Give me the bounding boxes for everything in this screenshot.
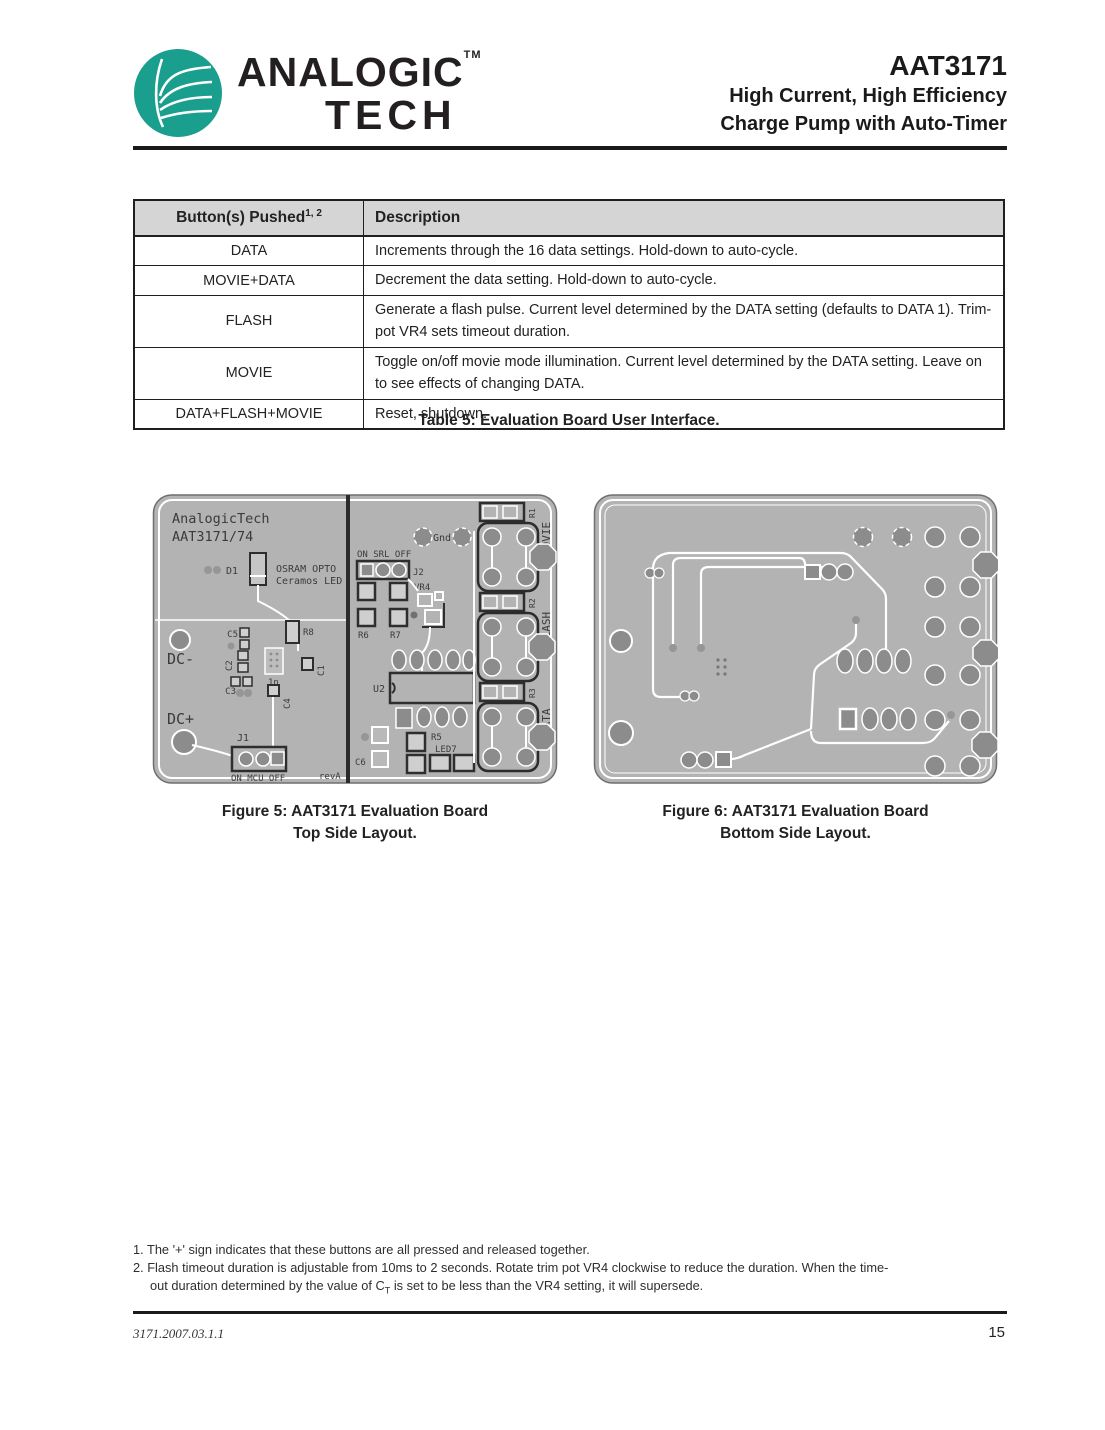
silk-c3: C3 xyxy=(225,687,236,697)
column-header-description: Description xyxy=(363,199,1005,237)
silk-r2: R2 xyxy=(528,598,537,608)
footer-divider xyxy=(133,1311,1007,1314)
silk-board-title1: AnalogicTech xyxy=(172,511,270,527)
trimpot-vr4 xyxy=(417,593,433,607)
table-row: DATA+FLASH+MOVIE Reset, shutdown. xyxy=(133,398,1005,430)
dc-minus-pad xyxy=(609,629,633,653)
silk-c5: C5 xyxy=(227,630,238,640)
leaf-logo-icon xyxy=(134,49,222,137)
silk-c4: C4 xyxy=(283,698,293,709)
component-u1-chip xyxy=(264,647,284,675)
silk-r1: R1 xyxy=(528,508,537,518)
footnote-1: 1. The '+' sign indicates that these but… xyxy=(133,1242,590,1257)
silk-1n: 1n xyxy=(268,678,279,688)
silk-r8: R8 xyxy=(303,628,314,638)
footnote-2: 2. Flash timeout duration is adjustable … xyxy=(133,1260,889,1296)
column-header-buttons: Button(s) Pushed1, 2 xyxy=(133,199,364,237)
brand-wordmark: ANALOGICTM TECH xyxy=(237,49,482,138)
figure5-caption-line1: Figure 5: AAT3171 Evaluation Board xyxy=(221,803,489,820)
silk-vr4: VR4 xyxy=(414,583,430,593)
silk-led2: LED7 xyxy=(435,745,457,755)
button-function-table: Button(s) Pushed1, 2 Description DATA In… xyxy=(133,199,1005,431)
document-id: 3171.2007.03.1.1 xyxy=(133,1326,224,1341)
company-logo: ANALOGICTM TECH xyxy=(131,46,482,140)
table-row: FLASH Generate a flash pulse. Current le… xyxy=(133,294,1005,348)
figure5-caption: Figure 5: AAT3171 Evaluation Board Top S… xyxy=(152,801,558,846)
dc-plus-pad xyxy=(608,720,634,746)
brand-line1: ANALOGICTM xyxy=(237,49,482,95)
table-row: MOVIE+DATA Decrement the data setting. H… xyxy=(133,265,1005,296)
button-cell: DATA xyxy=(133,235,364,267)
brand-line2: TECH xyxy=(325,92,457,138)
data-button-footprint: R3 DATA xyxy=(476,681,556,773)
pcb-board xyxy=(593,494,998,784)
part-number: AAT3171 xyxy=(889,50,1007,81)
button-cell: DATA+FLASH+MOVIE xyxy=(133,398,364,430)
subtitle-line2: Charge Pump with Auto-Timer xyxy=(720,113,1007,136)
dc-plus-pad xyxy=(171,729,197,755)
silk-rev: revA xyxy=(319,772,341,782)
figure6-caption-line2: Bottom Side Layout. xyxy=(720,825,871,843)
table-header-row: Button(s) Pushed1, 2 Description xyxy=(133,199,1005,237)
silk-osram2: Ceramos LED xyxy=(276,576,342,587)
description-cell: Toggle on/off movie mode illumination. C… xyxy=(363,346,1005,400)
description-cell: Decrement the data setting. Hold-down to… xyxy=(363,265,1005,296)
movie-button-footprint: R1 MOVIE xyxy=(476,501,557,593)
document-title-block: AAT3171 High Current, High Efficiency Ch… xyxy=(720,50,1007,138)
silk-r6: R6 xyxy=(358,631,369,641)
silk-board-title2: AAT3171/74 xyxy=(172,529,253,545)
board-divider-line xyxy=(346,495,350,783)
silk-j1-switch: ON MCU OFF xyxy=(231,774,285,784)
figure5-caption-line2: Top Side Layout. xyxy=(293,825,417,843)
silk-u2: U2 xyxy=(373,684,385,695)
silk-j1: J1 xyxy=(237,733,249,744)
component-u2 xyxy=(388,671,476,705)
figure6-caption-line1: Figure 6: AAT3171 Evaluation Board xyxy=(662,803,929,820)
figure5-pcb-top-layout: AnalogicTech AAT3171/74 D1 OSRAM OPTO Ce… xyxy=(152,494,558,784)
subscript-t: T xyxy=(384,1285,391,1296)
silk-c2: C2 xyxy=(225,660,235,671)
table-row: MOVIE Toggle on/off movie mode illuminat… xyxy=(133,346,1005,400)
trademark-symbol: TM xyxy=(463,49,482,61)
footnote-marker: 1, 2 xyxy=(305,208,322,220)
description-cell: Increments through the 16 data settings.… xyxy=(363,235,1005,267)
silk-d1: D1 xyxy=(226,566,238,577)
silk-j2: J2 xyxy=(413,568,424,578)
page-number: 15 xyxy=(988,1324,1005,1341)
button-cell: MOVIE xyxy=(133,346,364,400)
silk-osram1: OSRAM OPTO xyxy=(276,564,336,575)
dc-minus-pad xyxy=(169,629,191,651)
figure6-caption: Figure 6: AAT3171 Evaluation Board Botto… xyxy=(593,801,998,846)
table-caption: Table 5: Evaluation Board User Interface… xyxy=(418,412,720,429)
silk-r7: R7 xyxy=(390,631,401,641)
button-cell: FLASH xyxy=(133,294,364,348)
silk-c1: C1 xyxy=(317,665,327,676)
component-d1-led xyxy=(249,552,267,586)
silk-c6: C6 xyxy=(355,758,366,768)
silk-dc-minus: DC- xyxy=(167,650,194,668)
header-divider xyxy=(133,146,1007,150)
silk-r3: R3 xyxy=(528,688,537,698)
flash-button-footprint: R2 FLASH xyxy=(476,591,556,683)
silk-r5: R5 xyxy=(431,733,442,743)
figure6-pcb-bottom-layout xyxy=(593,494,998,784)
silk-j2-switch: ON SRL OFF xyxy=(357,550,411,560)
silk-dc-plus: DC+ xyxy=(167,710,194,728)
description-cell: Reset, shutdown. xyxy=(363,398,1005,430)
table-row: DATA Increments through the 16 data sett… xyxy=(133,235,1005,267)
button-cell: MOVIE+DATA xyxy=(133,265,364,296)
description-cell: Generate a flash pulse. Current level de… xyxy=(363,294,1005,348)
subtitle-line1: High Current, High Efficiency xyxy=(729,85,1007,108)
silk-gnd: Gnd xyxy=(433,533,451,544)
footnotes: 1. The '+' sign indicates that these but… xyxy=(133,1241,1007,1298)
